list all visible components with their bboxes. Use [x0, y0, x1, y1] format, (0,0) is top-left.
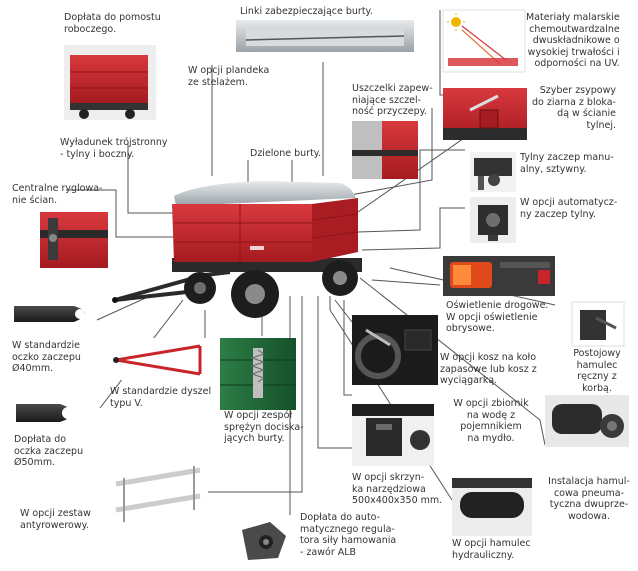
- label-wyladunek: Wyładunek trójstronny - tylny i boczny.: [60, 137, 168, 160]
- label-tylny-zaczep: Tylny zaczep manu- alny, sztywny.: [520, 152, 614, 175]
- thumb-materialy: [442, 9, 526, 73]
- thumb-centralne: [40, 212, 108, 268]
- thumb-skrzynka: [352, 404, 434, 466]
- thumb-dyszel: [110, 338, 214, 380]
- label-regulator: Dopłata do auto- matycznego regula- tora…: [300, 512, 397, 558]
- thumb-pomost: [64, 45, 156, 120]
- thumb-linki: [236, 20, 414, 52]
- thumb-regulator: [232, 515, 292, 565]
- label-pomost: Dopłata do pomostu roboczego.: [64, 12, 161, 35]
- thumb-postojowy: [571, 301, 625, 347]
- label-materialy: Materiały malarskie chemoutwardzalne dwu…: [526, 12, 620, 69]
- thumb-uszczelki: [352, 121, 418, 179]
- thumb-zespol: [220, 338, 296, 410]
- label-centralne: Centralne ryglowa- nie ścian.: [12, 183, 103, 206]
- label-instalacja: Instalacja hamul- cowa pneuma- tyczna dw…: [548, 476, 630, 522]
- label-zespol: W opcji zespół sprężyn dociska- jących b…: [224, 410, 304, 444]
- label-dzielone: Dzielone burty.: [250, 148, 322, 159]
- label-oczko50: Dopłata do oczka zaczepu Ø50mm.: [14, 434, 84, 468]
- label-automatyczny: W opcji automatycz- ny zaczep tylny.: [520, 197, 618, 220]
- label-uszczelki: Uszczelki zapew- niające szczel- ność pr…: [352, 83, 433, 117]
- thumb-tylny-zaczep: [470, 152, 516, 192]
- label-rowerowy: W opcji zestaw antyrowerowy.: [20, 508, 91, 531]
- thumb-kosz: [352, 315, 438, 385]
- sun-icon: [451, 17, 461, 27]
- label-zbiornik: W opcji zbiornik na wodę z pojemnikiem n…: [453, 398, 529, 444]
- thumb-rowerowy: [110, 455, 208, 533]
- label-skrzynka: W opcji skrzyn- ka narzędziowa 500x400x3…: [352, 472, 443, 506]
- thumb-oczko50: [12, 395, 88, 431]
- label-szyber: Szyber zsypowy do ziarna z bloka- dą w ś…: [532, 85, 616, 131]
- label-hamulec-hydr: W opcji hamulec hydrauliczny.: [452, 538, 531, 561]
- main-trailer: [112, 181, 362, 318]
- label-postojowy: Postojowy hamulec ręczny z korbą.: [573, 348, 621, 394]
- callout-lines: [66, 10, 556, 520]
- thumb-oswietlenie: [443, 256, 555, 296]
- label-plandeka: W opcji plandeka ze stelażem.: [188, 65, 270, 88]
- thumb-oczko40: [10, 296, 96, 330]
- label-kosz: W opcji kosz na koło zapasowe lub kosz z…: [440, 352, 537, 386]
- thumb-zbiornik: [545, 395, 629, 447]
- label-dyszel: W standardzie dyszel typu V.: [110, 386, 212, 409]
- thumb-automatyczny: [470, 197, 516, 243]
- label-oswietlenie: Oświetlenie drogowe. W opcji oświetlenie…: [446, 300, 549, 334]
- thumb-szyber: [443, 88, 527, 140]
- label-linki: Linki zabezpieczające burty.: [240, 6, 373, 17]
- thumb-instalacja: [452, 478, 532, 536]
- label-oczko40: W standardzie oczko zaczepu Ø40mm.: [12, 340, 81, 374]
